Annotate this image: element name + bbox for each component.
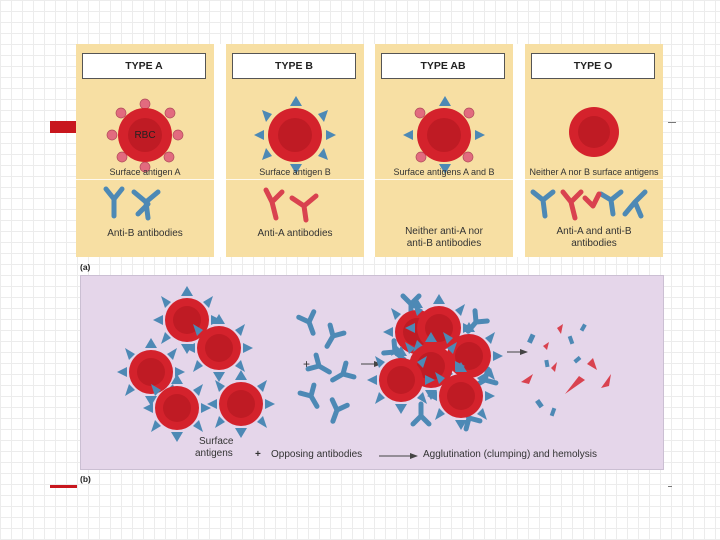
surface-antigens-label-line2: antigens bbox=[195, 448, 233, 460]
column-type-ab: TYPE AB Surface antigens A and B Neither… bbox=[375, 44, 513, 257]
panel-b-illustration: + bbox=[81, 276, 663, 469]
rbc-label: RBC bbox=[134, 130, 155, 141]
opposing-antibodies-label: Opposing antibodies bbox=[271, 449, 362, 461]
anti-a-and-anti-b-antibodies-group bbox=[525, 184, 663, 224]
agglutination-label: Agglutination (clumping) and hemolysis bbox=[423, 449, 597, 461]
rbc-cell bbox=[207, 370, 275, 438]
opposing-antibodies-group bbox=[299, 312, 354, 424]
type-ab-antibody-label-line1: Neither anti-A nor bbox=[375, 226, 513, 238]
column-type-a: TYPE A RBC Surface antigen A Anti-B anti… bbox=[76, 44, 214, 257]
tick-mark-top bbox=[668, 122, 676, 123]
panel-b-tag: (b) bbox=[80, 474, 91, 484]
type-ab-antibody-label-line2: anti-B antibodies bbox=[375, 238, 513, 250]
accent-bar-top bbox=[50, 121, 77, 133]
type-b-surface-label: Surface antigen B bbox=[226, 167, 364, 178]
rbc-type-ab bbox=[375, 44, 513, 174]
divider bbox=[525, 179, 663, 180]
agglutinated-clump bbox=[367, 294, 503, 430]
rbc-type-a: RBC bbox=[76, 44, 214, 144]
column-type-b: TYPE B Surface antigen B Anti-A antibodi… bbox=[226, 44, 364, 257]
rbc-type-b bbox=[226, 44, 364, 174]
type-o-surface-label: Neither A nor B surface antigens bbox=[525, 167, 663, 178]
type-a-surface-label: Surface antigen A bbox=[76, 167, 214, 178]
panel-a-tag: (a) bbox=[80, 262, 90, 272]
type-o-antibody-label-line1: Anti-A and anti-B bbox=[525, 226, 663, 238]
type-b-antibody-label: Anti-A antibodies bbox=[226, 228, 364, 240]
anti-a-antibodies-group bbox=[226, 184, 364, 224]
surface-antigens-label-line1: Surface bbox=[199, 436, 233, 448]
tick-mark-bottom bbox=[668, 486, 672, 487]
type-ab-surface-label: Surface antigens A and B bbox=[375, 167, 513, 178]
type-a-antibody-label: Anti-B antibodies bbox=[76, 228, 214, 240]
column-type-o: TYPE O Neither A nor B surface antigens … bbox=[525, 44, 663, 257]
panel-a-blood-types: TYPE A RBC Surface antigen A Anti-B anti… bbox=[76, 44, 663, 257]
plus-label: + bbox=[255, 449, 261, 461]
accent-bar-bottom bbox=[50, 485, 77, 488]
rbc-type-o bbox=[525, 44, 663, 174]
divider bbox=[375, 179, 513, 180]
rbc-with-antigens-group bbox=[117, 286, 275, 442]
anti-b-antibodies-group bbox=[76, 184, 214, 224]
panel-b-agglutination: + bbox=[80, 275, 664, 470]
hemolysis-fragments bbox=[521, 324, 611, 417]
type-o-antibody-label-line2: antibodies bbox=[525, 238, 663, 250]
divider bbox=[76, 179, 214, 180]
divider bbox=[226, 179, 364, 180]
